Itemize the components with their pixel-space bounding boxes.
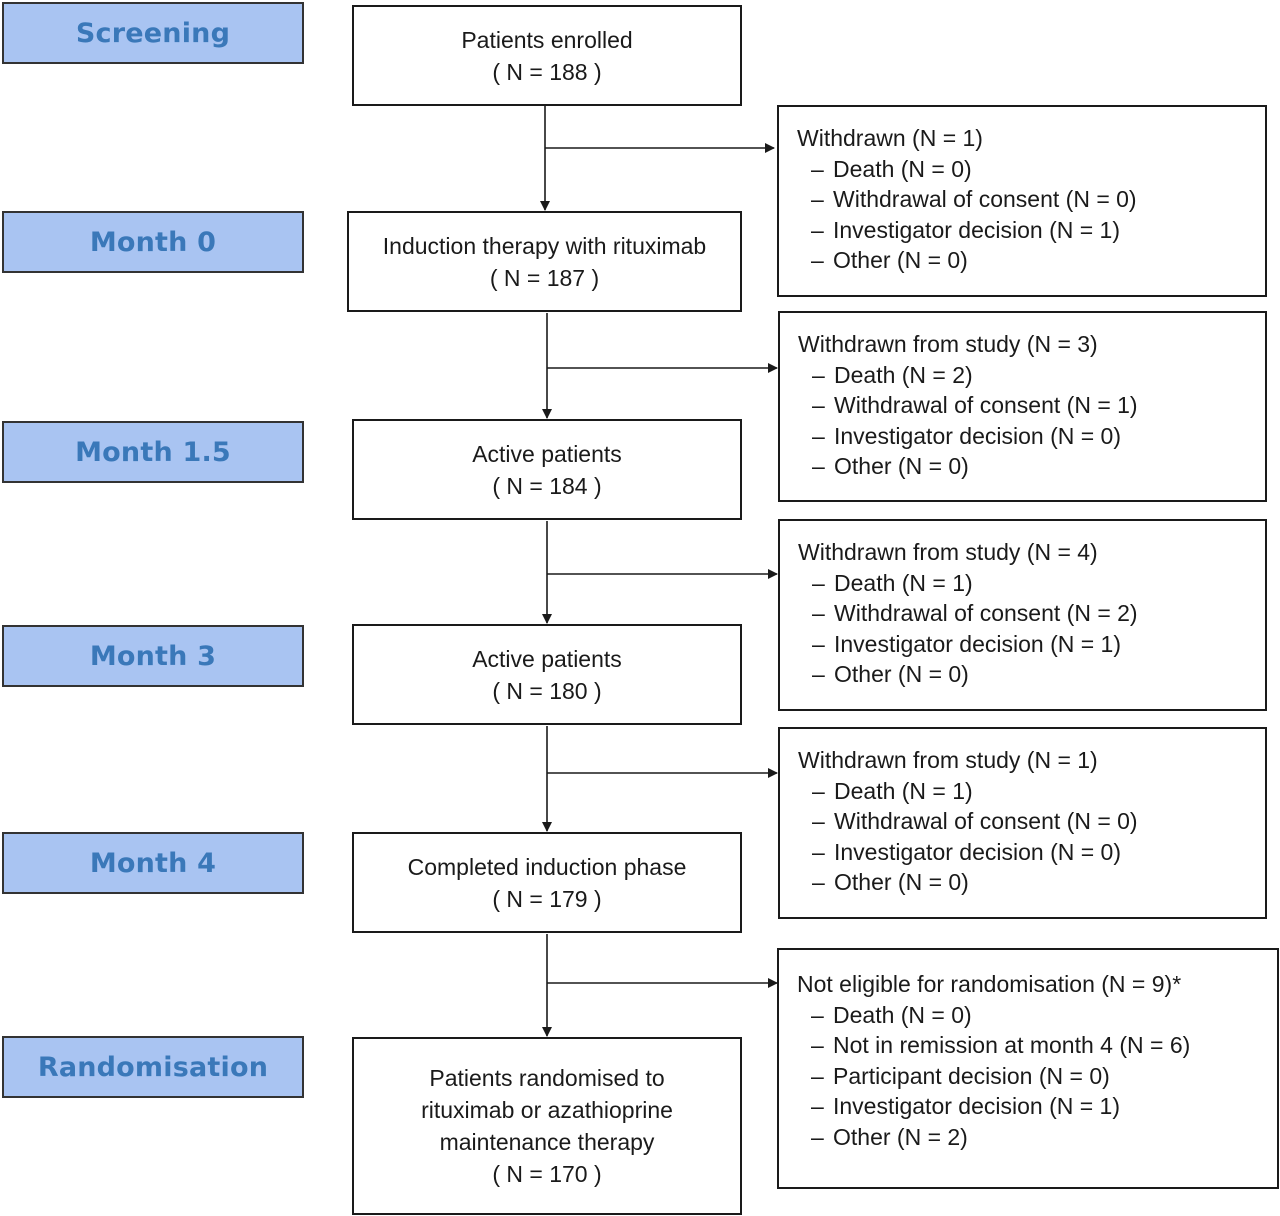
box-line: Patients randomised to — [429, 1065, 665, 1091]
list-item: –Investigator decision (N = 0) — [812, 838, 1121, 865]
reason-list: –Death (N = 0) –Not in remission at mont… — [797, 1000, 1277, 1153]
list-item: –Withdrawal of consent (N = 2) — [812, 600, 1138, 626]
box-active-patients-2: Active patients ( N = 180 ) — [352, 624, 742, 725]
list-item: –Not in remission at month 4 (N = 6) — [811, 1032, 1191, 1058]
reason-list: –Death (N = 2) –Withdrawal of consent (N… — [798, 360, 1265, 482]
box-line: rituximab or azathioprine — [421, 1097, 673, 1123]
box-count: ( N = 188 ) — [492, 58, 602, 85]
box-title: Active patients — [472, 440, 622, 467]
list-item: –Death (N = 0) — [811, 155, 972, 182]
box-not-eligible: Not eligible for randomisation (N = 9)* … — [777, 948, 1279, 1189]
box-count: ( N = 170 ) — [492, 1161, 602, 1187]
list-item: –Participant decision (N = 0) — [811, 1062, 1110, 1089]
list-item: –Other (N = 2) — [811, 1123, 968, 1150]
side-box-header: Withdrawn (N = 1) — [797, 125, 983, 151]
box-line: maintenance therapy — [439, 1129, 655, 1155]
list-item: –Investigator decision (N = 1) — [811, 216, 1120, 243]
list-item: –Other (N = 0) — [812, 453, 969, 479]
box-title: Patients enrolled — [461, 26, 633, 53]
side-box-header: Withdrawn from study (N = 4) — [798, 539, 1098, 565]
list-item: –Death (N = 2) — [812, 361, 973, 388]
phase-label-month-3: Month 3 — [2, 625, 304, 687]
side-box-header: Withdrawn from study (N = 1) — [798, 747, 1098, 773]
list-item: –Other (N = 0) — [812, 661, 969, 687]
list-item: –Withdrawal of consent (N = 1) — [812, 392, 1138, 418]
phase-label-month-0: Month 0 — [2, 211, 304, 273]
box-title: Active patients — [472, 645, 622, 672]
list-item: –Investigator decision (N = 0) — [812, 422, 1121, 449]
list-item: –Investigator decision (N = 1) — [811, 1093, 1120, 1119]
box-count: ( N = 180 ) — [492, 677, 602, 704]
box-withdrawn-month-1-5: Withdrawn from study (N = 4) –Death (N =… — [778, 519, 1267, 711]
box-patients-randomised: Patients randomised to rituximab or azat… — [352, 1037, 742, 1215]
box-title: Completed induction phase — [407, 853, 687, 880]
reason-list: –Death (N = 0) –Withdrawal of consent (N… — [797, 154, 1265, 276]
box-count: ( N = 187 ) — [489, 264, 600, 291]
phase-label-screening: Screening — [2, 2, 304, 64]
reason-list: –Death (N = 1) –Withdrawal of consent (N… — [798, 776, 1265, 898]
box-completed-induction: Completed induction phase ( N = 179 ) — [352, 832, 742, 933]
list-item: –Investigator decision (N = 1) — [812, 630, 1121, 657]
list-item: –Other (N = 0) — [812, 869, 969, 895]
phase-label-month-4: Month 4 — [2, 832, 304, 894]
box-withdrawn-screening: Withdrawn (N = 1) –Death (N = 0) –Withdr… — [777, 105, 1267, 297]
side-box-header: Withdrawn from study (N = 3) — [798, 331, 1098, 357]
box-title: Induction therapy with rituximab — [382, 232, 707, 259]
box-withdrawn-month-3: Withdrawn from study (N = 1) –Death (N =… — [778, 727, 1267, 919]
box-count: ( N = 184 ) — [492, 472, 602, 499]
side-box-header: Not eligible for randomisation (N = 9)* — [797, 971, 1182, 997]
list-item: –Death (N = 1) — [812, 777, 973, 804]
phase-label-month-1-5: Month 1.5 — [2, 421, 304, 483]
reason-list: –Death (N = 1) –Withdrawal of consent (N… — [798, 568, 1265, 690]
box-induction-therapy: Induction therapy with rituximab ( N = 1… — [347, 211, 742, 312]
list-item: –Withdrawal of consent (N = 0) — [811, 186, 1137, 212]
list-item: –Death (N = 0) — [811, 1001, 972, 1028]
box-patients-enrolled: Patients enrolled ( N = 188 ) — [352, 5, 742, 106]
box-count: ( N = 179 ) — [492, 885, 602, 912]
list-item: –Death (N = 1) — [812, 569, 973, 596]
box-withdrawn-month-0: Withdrawn from study (N = 3) –Death (N =… — [778, 311, 1267, 502]
list-item: –Withdrawal of consent (N = 0) — [812, 808, 1138, 834]
list-item: –Other (N = 0) — [811, 247, 968, 273]
phase-label-randomisation: Randomisation — [2, 1036, 304, 1098]
box-active-patients-1: Active patients ( N = 184 ) — [352, 419, 742, 520]
